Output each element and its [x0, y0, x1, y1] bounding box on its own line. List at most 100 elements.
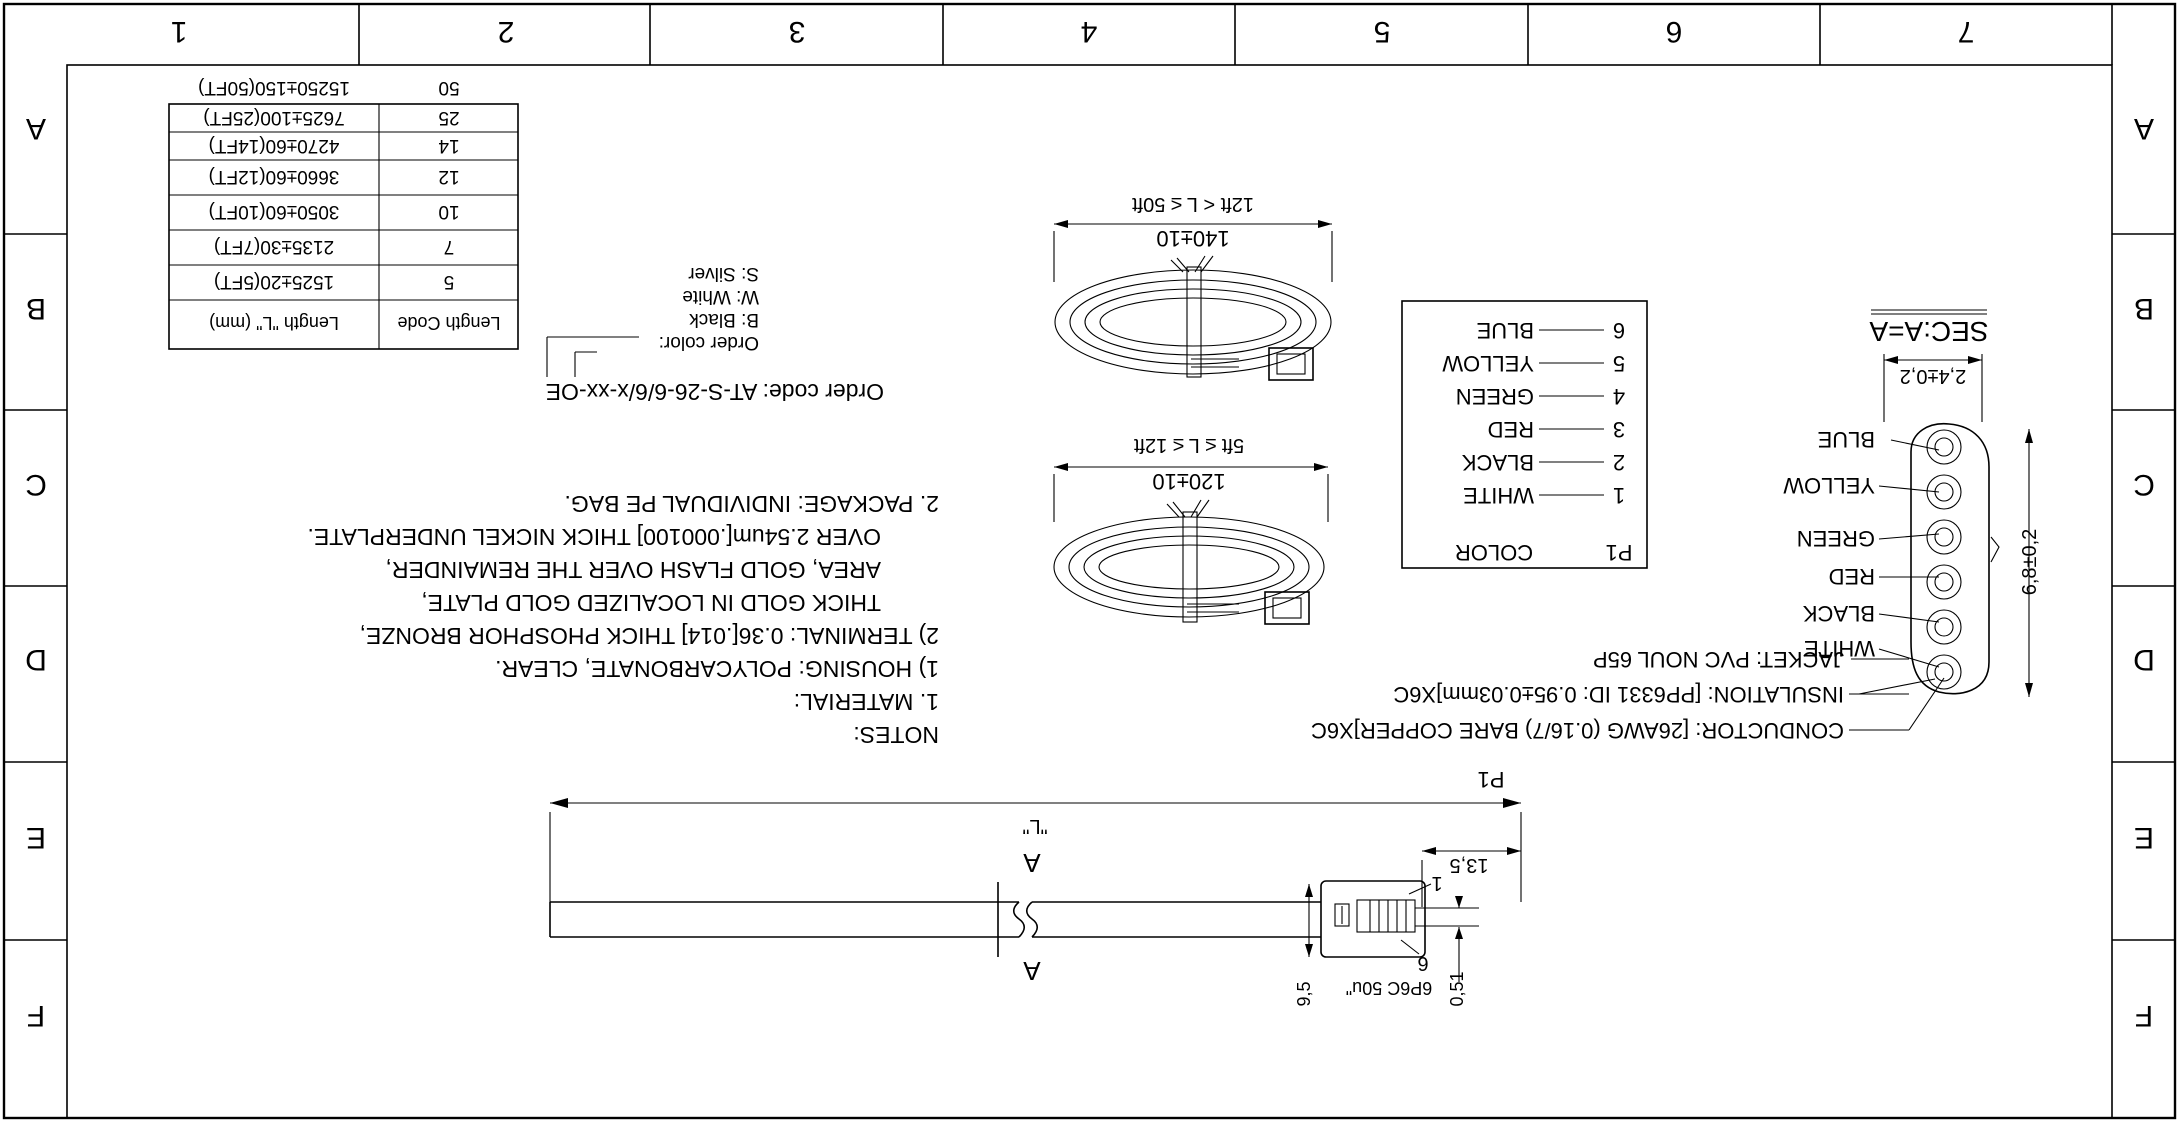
- pin1-callout: 1: [1431, 872, 1442, 894]
- note-line: AREA, GOLD FLASH OVER THE REMAINDER,: [386, 557, 881, 583]
- pin-color: WHITE: [1463, 483, 1534, 508]
- jacket-spec: JACKET: PVC NOUL 65P: [1593, 647, 1844, 672]
- order-code: Order code: AT-S-26-6/6/x-xx-OE: [546, 379, 884, 405]
- length-value: 3660±60(12FT): [209, 166, 340, 187]
- wire-label-green: GREEN: [1797, 526, 1875, 551]
- row-letter-E: E: [26, 821, 46, 854]
- plug-type-label: 6P6C 50u": [1346, 978, 1432, 998]
- pin-dim-label: 0,51: [1447, 971, 1467, 1006]
- row-letter-A: A: [26, 112, 46, 145]
- col-number-1: 1: [171, 15, 188, 48]
- pin-color: GREEN: [1456, 384, 1534, 409]
- section-title: SEC:A=A: [1869, 316, 1988, 347]
- section-mark-a: A: [1023, 956, 1041, 986]
- pin-number: 5: [1613, 351, 1625, 376]
- row-letter-D: D: [25, 643, 47, 676]
- conductor-spec: CONDUCTOR: [26AWG (0.16/7) BARE COPPER]X…: [1311, 718, 1844, 743]
- col-number-4: 4: [1081, 15, 1098, 48]
- coil-large-dim: 140±10: [1156, 226, 1229, 251]
- order-color-option: W: White: [682, 286, 759, 307]
- length-code: 10: [438, 201, 459, 222]
- length-code: 12: [438, 166, 459, 187]
- coil-small-dim: 120±10: [1152, 469, 1225, 494]
- row-letter-F: F: [27, 999, 45, 1032]
- pin-color: BLUE: [1477, 318, 1534, 343]
- length-table: Length Code Length "L" (mm) 5 1525±20(5F…: [168, 77, 519, 350]
- length-value: 15250±150(50FT): [198, 77, 350, 98]
- section-width-dim: 2,4±0,2: [1900, 365, 1967, 387]
- pin-color: RED: [1488, 417, 1534, 442]
- pin-color: YELLOW: [1442, 351, 1534, 376]
- pinout-header-color: COLOR: [1455, 540, 1533, 565]
- pin-number: 1: [1613, 483, 1625, 508]
- length-code: 7: [444, 236, 455, 257]
- section-mark-a: A: [1023, 848, 1041, 878]
- pin-number: 6: [1613, 318, 1625, 343]
- pin-color: BLACK: [1462, 450, 1534, 475]
- length-value: 1525±20(5FT): [214, 271, 334, 292]
- coil-small-range: 5ft ≤ L ≤ 12ft: [1133, 434, 1244, 456]
- length-code: 14: [438, 135, 460, 156]
- rj-plug: [1320, 880, 1479, 958]
- height-dim-label: 9,5: [1294, 981, 1314, 1006]
- p1-label: P1: [1478, 767, 1505, 792]
- row-letter-F: F: [2135, 999, 2153, 1032]
- order-color-option: B: Black: [689, 309, 759, 330]
- notes-title: NOTES:: [853, 722, 939, 748]
- col-number-7: 7: [1958, 15, 1975, 48]
- cable-assembly-view: P1 "L" 13,5 1 6 6P6C: [549, 767, 1522, 1007]
- length-code: 50: [438, 77, 459, 98]
- cable-run: [549, 882, 1321, 957]
- pinout-table: P1 COLOR 1 WHITE 2 BLACK 3 RED 4 GREEN 5…: [1401, 300, 1648, 569]
- length-dim-label: "L": [1022, 815, 1047, 837]
- length-code: 25: [438, 107, 459, 128]
- length-value: 3050±60(10FT): [209, 201, 340, 222]
- note-line: OVER 2.54um[.000100] THICK NICKEL UNDERP…: [307, 524, 881, 550]
- length-value: 4270±60(14FT): [209, 135, 340, 156]
- note-line: 2) TERMINAL: 0.36[.014] THICK PHOSPHOR B…: [360, 623, 939, 649]
- coil-small: 120±10 5ft ≤ L ≤ 12ft: [1053, 434, 1329, 625]
- length-value: 2135±30(7FT): [214, 236, 334, 257]
- length-table-header-code: Length Code: [397, 313, 500, 333]
- col-number-6: 6: [1666, 15, 1683, 48]
- pin-number: 3: [1613, 417, 1625, 442]
- row-letter-D: D: [2133, 643, 2155, 676]
- length-table-header-length: Length "L" (mm): [209, 313, 339, 333]
- pin-number: 2: [1613, 450, 1625, 475]
- order-color-title: Order color:: [659, 332, 759, 353]
- note-line: 1. MATERIAL:: [794, 689, 939, 715]
- col-number-5: 5: [1374, 15, 1391, 48]
- coil-large-range: 12ft < L ≤ 50ft: [1132, 193, 1254, 215]
- row-letter-C: C: [2133, 468, 2155, 501]
- cable-cross-section: SEC:A=A 2,4±0,2 6,8±0,2 BL: [1311, 309, 2041, 743]
- column-numbers: 1 2 3 4 5 6 7: [171, 15, 1975, 48]
- note-line: 1) HOUSING: POLYCARBONATE, CLEAR.: [495, 656, 939, 682]
- wire-label-blue: BLUE: [1818, 427, 1875, 452]
- notes-block: NOTES: 1. MATERIAL: 1) HOUSING: POLYCARB…: [307, 491, 939, 748]
- note-line: 2. PACKAGE: INDIVIDUAL PE BAG.: [564, 491, 939, 517]
- coil-large: 140±10 12ft < L ≤ 50ft: [1053, 193, 1333, 381]
- length-value: 7625±100(25FT): [203, 107, 344, 128]
- row-letter-B: B: [2134, 292, 2154, 325]
- row-letter-C: C: [25, 468, 47, 501]
- order-code-block: Order code: AT-S-26-6/6/x-xx-OE Order co…: [546, 263, 884, 405]
- pin-number: 4: [1613, 384, 1625, 409]
- pin6-callout: 6: [1417, 952, 1428, 974]
- row-letters-right: A B C D E F: [25, 112, 47, 1032]
- wire-label-red: RED: [1829, 564, 1875, 589]
- pinout-header-p1: P1: [1606, 540, 1633, 565]
- col-number-3: 3: [789, 15, 806, 48]
- row-letters-left: A B C D E F: [2133, 112, 2155, 1032]
- order-color-option: S: Silver: [688, 263, 759, 284]
- wire-label-yellow: YELLOW: [1783, 473, 1875, 498]
- col-number-2: 2: [498, 15, 515, 48]
- wire-label-white: WHITE: [1804, 636, 1875, 661]
- section-height-dim: 6,8±0,2: [2019, 529, 2041, 596]
- plug-dim-label: 13,5: [1450, 854, 1489, 876]
- length-code: 5: [444, 271, 455, 292]
- wire-label-black: BLACK: [1803, 601, 1875, 626]
- note-line: THICK GOLD IN LOCALIZED GOLD PLATE,: [421, 590, 881, 616]
- row-letter-E: E: [2134, 821, 2154, 854]
- wire-cores: [1926, 429, 1962, 690]
